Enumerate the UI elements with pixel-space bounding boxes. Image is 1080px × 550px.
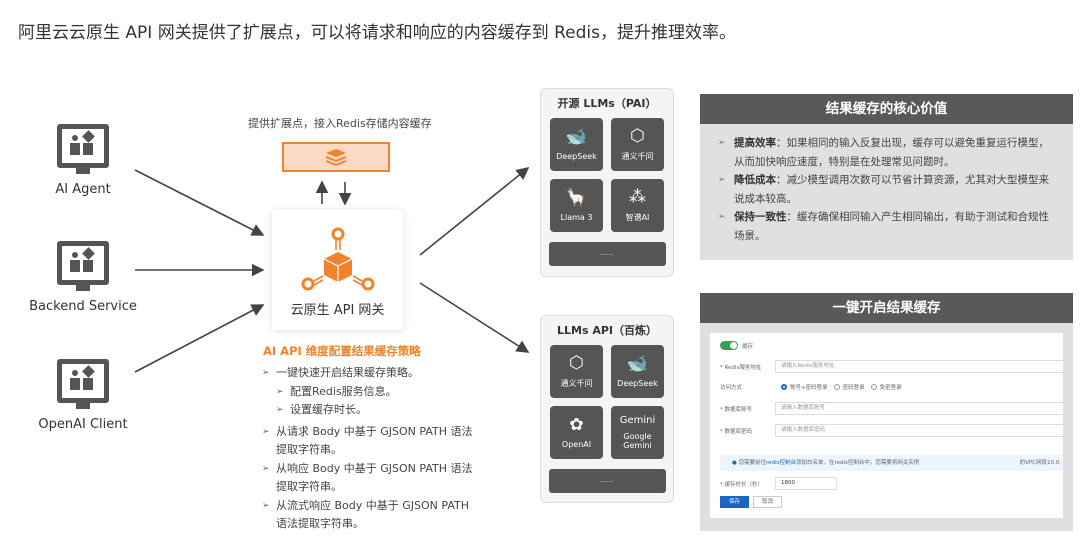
qwen-icon: ⬡ (569, 352, 584, 373)
redis-address-input[interactable]: 请输入Redis服务地址 (775, 360, 1065, 373)
list-item: 保持一致性：缓存确保相同输入产生相同输出，有助于测试和合规性场景。 (718, 208, 1055, 245)
info-text: 您需要前往 (738, 460, 767, 466)
model-tile-deepseek: 🐋 DeepSeek (611, 345, 664, 398)
page-title: 阿里云云原生 API 网关提供了扩展点，可以将请求和响应的内容缓存到 Redis… (18, 23, 736, 43)
qwen-icon: ⬡ (630, 125, 645, 146)
radio-no-password[interactable] (870, 384, 877, 390)
field-label: * 数据库密码 (720, 428, 752, 435)
model-tile-zhipu: ⁂ 智谱AI (611, 179, 664, 232)
client-openai-client: OpenAI Client (28, 359, 138, 432)
field-label: * 数据库账号 (720, 406, 752, 413)
gemini-logo: Gemini (619, 415, 656, 426)
list-item: 设置缓存时长。 (276, 401, 477, 420)
db-account-input[interactable]: 请输入数据库账号 (775, 402, 1065, 415)
list-item: 一键快速开启结果缓存策略。 (262, 364, 477, 383)
model-label: DeepSeek (556, 151, 597, 161)
more-models: ...... (548, 242, 666, 266)
radio-label: 密码登录 (842, 385, 865, 391)
strategy-heading: AI API 维度配置结果缓存策略 (263, 344, 421, 358)
monitor-app-icon (57, 359, 109, 409)
redis-box (282, 142, 390, 172)
info-banner: ● 您需要前往redis控制台添加白名单，在redis控制台中，您需要将网关实例… (720, 455, 1063, 471)
cache-config-form: 缓存 * Redis服务地址请输入Redis服务地址 访问方式 账号+密码登录 … (710, 333, 1065, 518)
redis-stack-icon (326, 149, 346, 166)
openai-knot-icon: ✿ (569, 414, 584, 435)
model-label: 通义千问 (560, 378, 593, 388)
model-tile-deepseek: 🐋 DeepSeek (550, 118, 603, 171)
info-text: 的VPC网段10.0. (1019, 460, 1061, 466)
llama-icon: 🦙 (565, 187, 588, 208)
model-label: OpenAI (561, 439, 592, 449)
client-label: OpenAI Client (38, 417, 128, 432)
list-item: 配置Redis服务信息。 (276, 383, 477, 402)
more-models: ...... (548, 469, 666, 493)
model-label: Google Gemini (623, 432, 652, 450)
list-item: 从流式响应 Body 中基于 GJSON PATH 语法提取字符串。 (262, 497, 477, 534)
cancel-button[interactable]: 取消 (753, 496, 783, 508)
client-label: AI Agent (55, 182, 111, 197)
radio-label: 免密登录 (879, 385, 902, 391)
client-ai-agent: AI Agent (28, 124, 138, 197)
model-label: DeepSeek (617, 378, 658, 388)
model-tile-qwen: ⬡ 通义千问 (550, 345, 603, 398)
list-item: 提高效率：如果相同的输入反复出现，缓存可以避免重复运行模型，从而加快响应速度，特… (718, 134, 1055, 171)
radio-label: 账号+密码登录 (790, 385, 828, 391)
field-label: * Redis服务地址 (720, 364, 762, 371)
redis-console-link[interactable]: redis控制台 (766, 460, 796, 466)
client-backend-service: Backend Service (28, 241, 138, 314)
item-key: 提高效率 (734, 137, 776, 149)
list-item: 降低成本：减少模型调用次数可以节省计算资源，尤其对大型模型来说成本较高。 (718, 171, 1055, 208)
model-tile-qwen: ⬡ 通义千问 (611, 118, 664, 171)
panel-title: 一键开启结果缓存 (700, 293, 1073, 323)
info-icon: ● (732, 460, 737, 466)
model-tile-llama: 🦙 Llama 3 (550, 179, 603, 232)
gateway-label: 云原生 API 网关 (290, 303, 385, 318)
client-label: Backend Service (29, 299, 137, 314)
model-label: 通义千问 (621, 151, 654, 161)
field-label: 访问方式 (720, 385, 743, 391)
info-text: 添加白名单，在redis控制台中，您需要将网关实例 (796, 460, 920, 466)
strategy-list: 一键快速开启结果缓存策略。 配置Redis服务信息。 设置缓存时长。 从请求 B… (262, 364, 477, 534)
pai-models-panel: 开源 LLMs（PAI） 🐋 DeepSeek ⬡ 通义千问 🦙 Llama 3 ⁂ 智… (540, 88, 674, 277)
item-text: ：减少模型调用次数可以节省计算资源，尤其对大型模型来说成本较高。 (734, 174, 1049, 205)
db-password-input[interactable]: 请输入数据库密码 (775, 424, 1065, 437)
radio-password[interactable] (833, 384, 840, 390)
monitor-app-icon (57, 241, 109, 291)
list-item: 从请求 Body 中基于 GJSON PATH 语法提取字符串。 (262, 423, 477, 460)
field-label: * 缓存时长（秒） (720, 481, 763, 488)
cache-ttl-input[interactable]: 1800 (775, 477, 837, 490)
toggle-label: 缓存 (742, 343, 754, 350)
model-label: Llama 3 (560, 212, 593, 222)
item-key: 降低成本 (734, 174, 776, 186)
whale-icon: 🐋 (565, 126, 588, 147)
zhipu-dots-icon: ⁂ (629, 186, 646, 207)
gateway-cube-icon (301, 227, 374, 291)
panel-title: 开源 LLMs（PAI） (557, 97, 657, 110)
item-text: ：缓存确保相同输入产生相同输出，有助于测试和合规性场景。 (734, 211, 1049, 242)
list-item: 从响应 Body 中基于 GJSON PATH 语法提取字符串。 (262, 460, 477, 497)
api-models-panel: LLMs API（百炼） ⬡ 通义千问 🐋 DeepSeek ✿ OpenAI Gem… (540, 315, 674, 503)
core-value-panel: 结果缓存的核心价值 提高效率：如果相同的输入反复出现，缓存可以避免重复运行模型，… (700, 94, 1073, 260)
panel-title: 结果缓存的核心价值 (700, 94, 1073, 124)
model-tile-openai: ✿ OpenAI (550, 406, 603, 459)
panel-title: LLMs API（百炼） (556, 324, 657, 337)
save-button[interactable]: 保存 (720, 496, 750, 508)
cache-toggle[interactable] (720, 341, 738, 350)
item-key: 保持一致性 (734, 211, 787, 223)
model-label: 智谱AI (625, 212, 650, 222)
one-click-panel: 一键开启结果缓存 缓存 * Redis服务地址 请输入Redis服务地址 访问方式… (700, 293, 1073, 531)
api-gateway-box: 云原生 API 网关 (272, 210, 403, 330)
monitor-app-icon (57, 124, 109, 174)
radio-account-password[interactable] (781, 384, 787, 390)
redis-caption: 提供扩展点，接入Redis存储内容缓存 (248, 117, 432, 130)
whale-icon: 🐋 (626, 353, 649, 374)
item-text: ：如果相同的输入反复出现，缓存可以避免重复运行模型，从而加快响应速度，特别是在处… (734, 137, 1049, 168)
